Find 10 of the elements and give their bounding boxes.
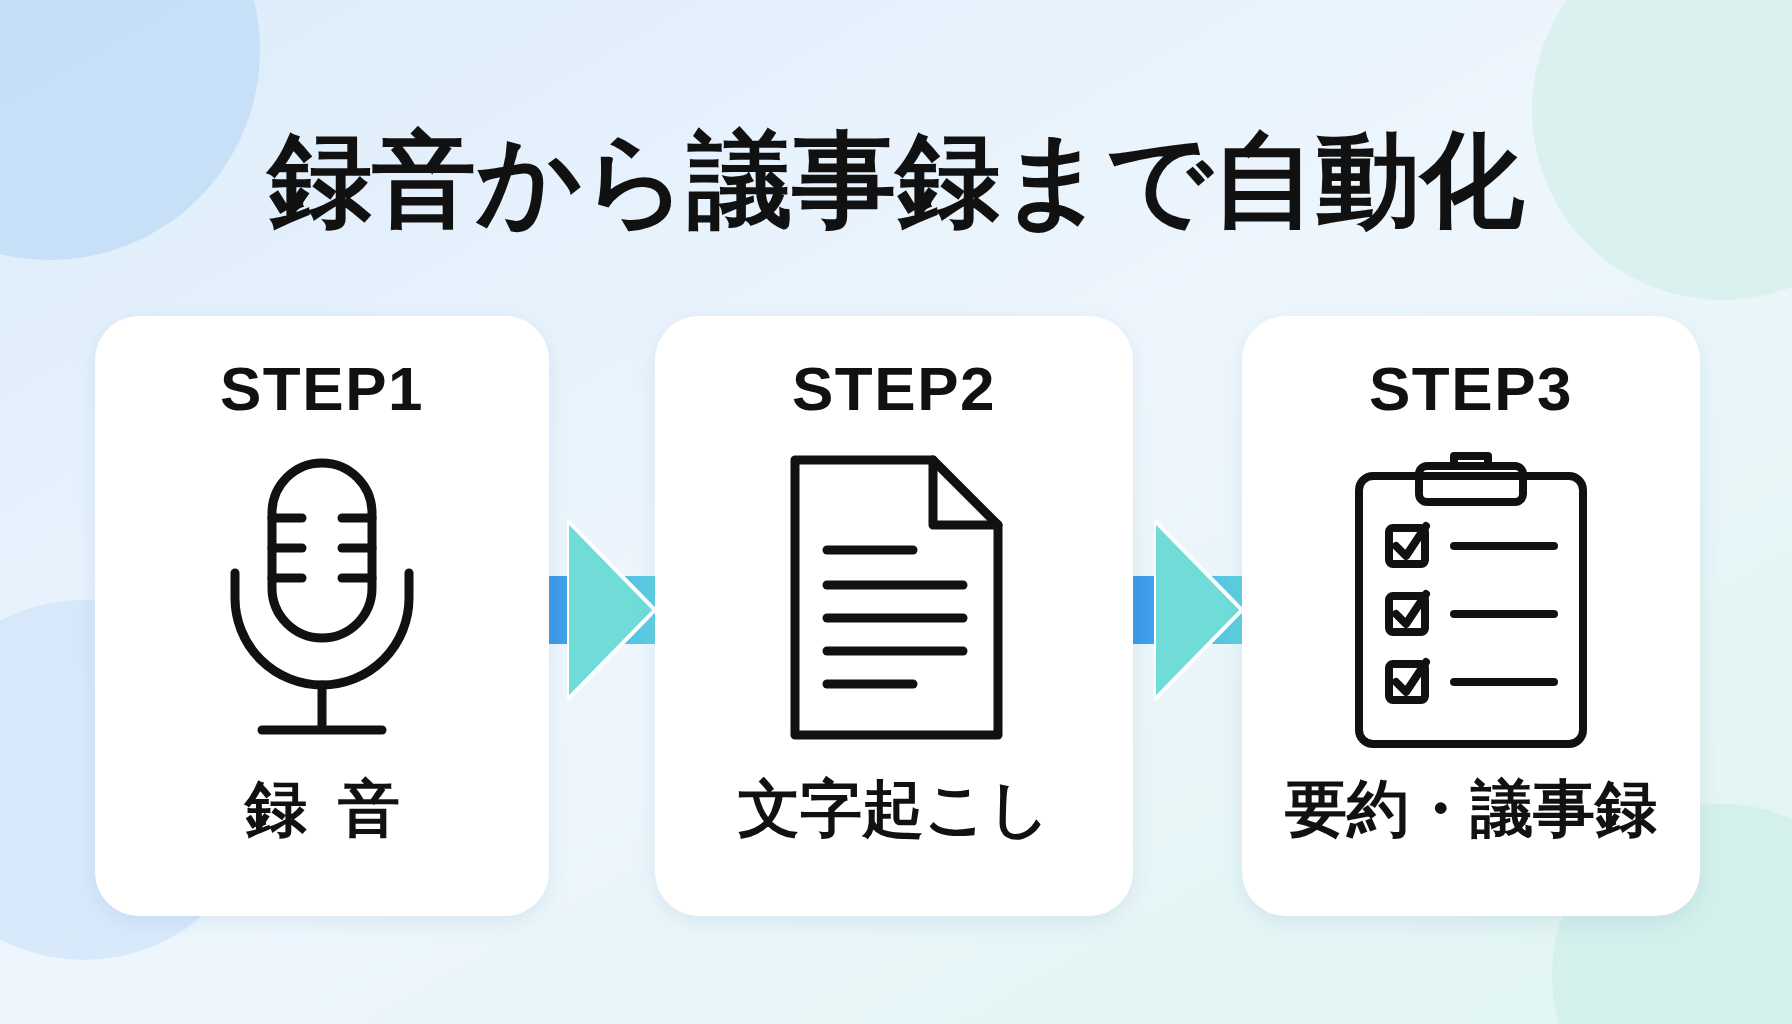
step-label: STEP2 xyxy=(791,358,997,420)
step-label: STEP3 xyxy=(1368,358,1574,420)
step-name: 要約・議事録 xyxy=(1285,778,1657,840)
step-card xyxy=(1242,316,1700,916)
step-label: STEP1 xyxy=(219,358,425,420)
step-name: 録音 xyxy=(243,778,431,840)
step-name: 文字起こし xyxy=(738,778,1050,840)
step-card xyxy=(655,316,1133,916)
title: 録音から議事録まで自動化 xyxy=(265,118,1525,243)
step-card xyxy=(95,316,549,916)
